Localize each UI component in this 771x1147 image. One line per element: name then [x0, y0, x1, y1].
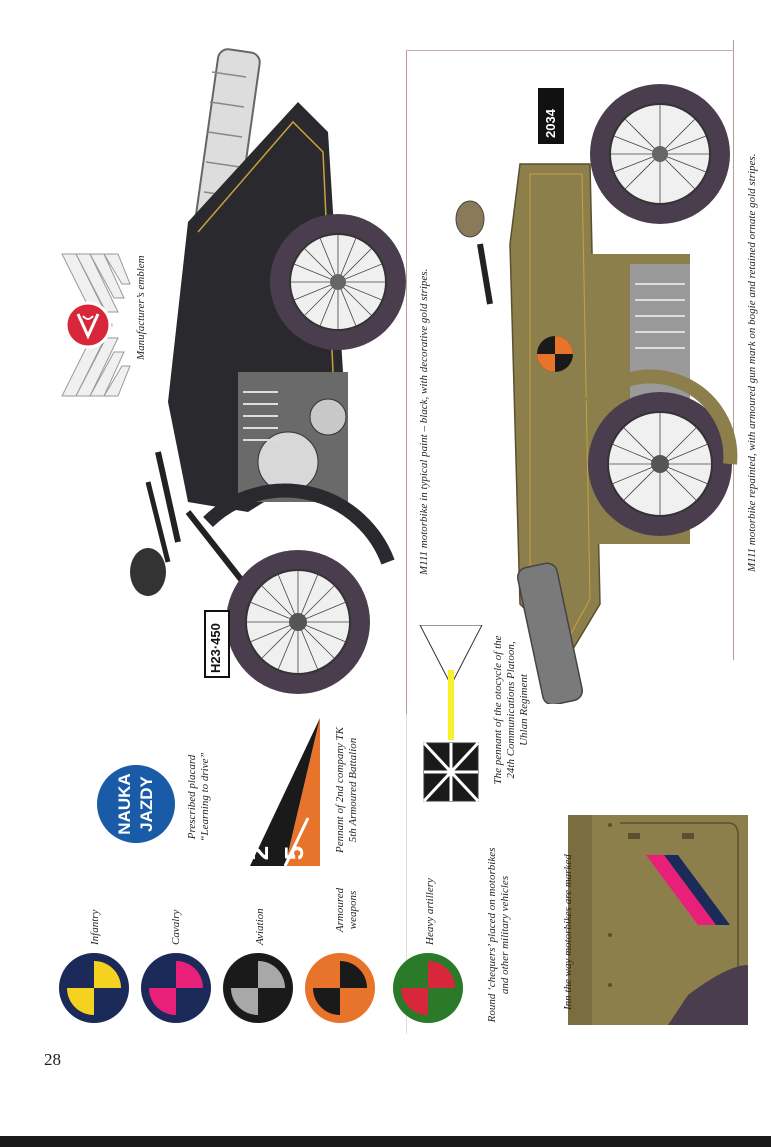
label-infantry: Infantry	[89, 909, 101, 945]
manufacturer-emblem	[61, 253, 131, 397]
label-cavalry: Cavalry	[170, 909, 182, 945]
black-motorbike-illustration	[130, 48, 406, 694]
caption-chequers: Round ‘chequers’ placed on motorbikes an…	[486, 847, 511, 1023]
page-number: 28	[44, 1050, 61, 1069]
caption-black-bike: M111 motorbike in typical paint – black,…	[418, 268, 430, 575]
svg-text:JAZDY: JAZDY	[137, 775, 156, 831]
right-divider	[733, 40, 734, 660]
olive-number-plate: 2034	[538, 88, 564, 144]
learning-to-drive-placard: NAUKA JAZDY	[97, 765, 175, 843]
chequer-cavalry	[141, 953, 211, 1023]
label-heavy-artillery: Heavy artillery	[424, 878, 436, 945]
caption-olive-bike: M111 motorbike repainted, with armoured …	[746, 153, 758, 572]
top-divider	[406, 50, 407, 714]
caption-pennant-tk: Pennant of 2nd company TK 5th Armoured B…	[334, 727, 359, 853]
caption-emblem: Manufacturer’s emblem	[135, 255, 147, 360]
pennant-uhlan	[419, 625, 483, 803]
caption-marked: Inn the way motorbikes are marked	[562, 854, 574, 1010]
black-number-plate: H23·450	[204, 610, 230, 678]
bottom-bar	[0, 1136, 771, 1147]
label-aviation: Aviation	[254, 908, 266, 945]
chequer-armoured	[305, 953, 375, 1023]
caption-pennant-uhlan: The pennant of the otocycle of the 24th …	[492, 635, 530, 785]
svg-text:NAUKA: NAUKA	[115, 773, 134, 834]
svg-text:2: 2	[250, 846, 274, 860]
chequer-aviation	[223, 953, 293, 1023]
olive-motorbike-illustration	[455, 84, 738, 704]
chequer-heavy-artillery	[393, 953, 463, 1023]
chequer-infantry	[59, 953, 129, 1023]
marking-detail-panel	[568, 815, 748, 1025]
middle-divider	[406, 714, 407, 1034]
pennant-tk: 2 5	[250, 718, 320, 867]
top-rule	[406, 50, 734, 51]
svg-text:5: 5	[279, 846, 309, 860]
label-armoured: Armoured weapons	[334, 887, 359, 933]
caption-placard: Prescribed placard “Learning to drive”	[186, 752, 211, 842]
